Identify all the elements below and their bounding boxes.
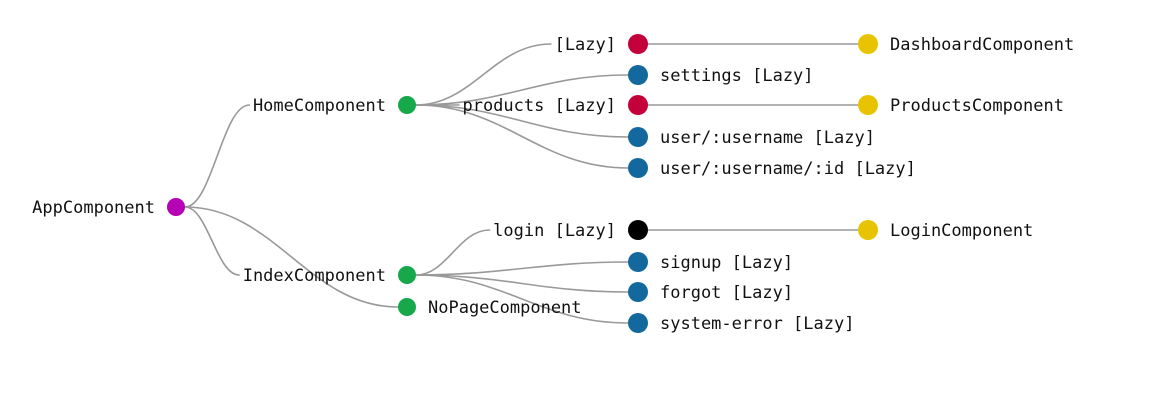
graph-edge	[184, 206, 399, 308]
graph-node-dot[interactable]	[628, 252, 648, 272]
node-label-login: login [Lazy]	[493, 221, 616, 241]
node-label-settings: settings [Lazy]	[660, 66, 814, 86]
node-label-nopage: NoPageComponent	[428, 298, 582, 318]
graph-node-dot[interactable]	[858, 95, 878, 115]
graph-node-nopage[interactable]: NoPageComponent	[398, 298, 582, 318]
graph-node-login[interactable]: login [Lazy]	[493, 220, 648, 241]
edges-layer	[184, 43, 859, 324]
node-label-user-username: user/:username [Lazy]	[660, 128, 875, 148]
graph-node-dashboard-component[interactable]: DashboardComponent	[858, 34, 1074, 55]
graph-edge	[415, 274, 629, 324]
node-label-forgot: forgot [Lazy]	[660, 283, 793, 303]
node-label-home: HomeComponent	[253, 96, 386, 116]
graph-node-dot[interactable]	[628, 158, 648, 178]
graph-edge	[184, 206, 240, 276]
graph-node-login-component[interactable]: LoginComponent	[858, 220, 1033, 241]
graph-edge	[415, 229, 491, 276]
graph-edge	[415, 274, 629, 293]
node-label-login-component: LoginComponent	[890, 221, 1033, 241]
graph-node-settings[interactable]: settings [Lazy]	[628, 65, 814, 86]
graph-node-forgot[interactable]: forgot [Lazy]	[628, 282, 793, 303]
graph-edge	[184, 104, 251, 208]
graph-edge	[415, 74, 629, 106]
node-label-system-error: system-error [Lazy]	[660, 314, 854, 334]
graph-node-user-username-id[interactable]: user/:username/:id [Lazy]	[628, 158, 916, 179]
graph-node-signup[interactable]: signup [Lazy]	[628, 252, 793, 273]
graph-node-dot[interactable]	[628, 127, 648, 147]
graph-node-dot[interactable]	[628, 313, 648, 333]
graph-node-dot[interactable]	[628, 65, 648, 85]
node-label-dashboard-component: DashboardComponent	[890, 35, 1074, 55]
graph-node-dot[interactable]	[858, 220, 878, 240]
node-label-user-username-id: user/:username/:id [Lazy]	[660, 159, 916, 179]
graph-node-dot[interactable]	[628, 95, 648, 115]
graph-node-user-username[interactable]: user/:username [Lazy]	[628, 127, 875, 148]
node-label-signup: signup [Lazy]	[660, 253, 793, 273]
node-label-index: IndexComponent	[243, 266, 386, 286]
graph-node-index[interactable]: IndexComponent	[243, 266, 416, 286]
graph-node-products[interactable]: products [Lazy]	[462, 95, 648, 116]
graph-node-products-component[interactable]: ProductsComponent	[858, 95, 1064, 116]
graph-node-dot[interactable]	[167, 198, 185, 216]
graph-edge	[415, 104, 629, 138]
graph-node-dot[interactable]	[858, 34, 878, 54]
graph-node-dot[interactable]	[628, 34, 648, 54]
graph-node-dot[interactable]	[628, 220, 648, 240]
graph-node-system-error[interactable]: system-error [Lazy]	[628, 313, 854, 334]
graph-node-dot[interactable]	[628, 282, 648, 302]
graph-edge	[415, 261, 629, 276]
node-label-lazy-dashboard: [Lazy]	[555, 35, 616, 55]
graph-node-app[interactable]: AppComponent	[32, 198, 185, 218]
graph-node-home[interactable]: HomeComponent	[253, 96, 416, 116]
graph-edge	[415, 104, 629, 169]
graph-edge	[415, 43, 552, 106]
node-label-app: AppComponent	[32, 198, 155, 218]
graph-node-dot[interactable]	[398, 96, 416, 114]
graph-node-dot[interactable]	[398, 266, 416, 284]
node-label-products: products [Lazy]	[462, 96, 616, 116]
graph-node-dot[interactable]	[398, 298, 416, 316]
graph-node-lazy-dashboard[interactable]: [Lazy]	[555, 34, 648, 55]
nodes-layer: AppComponent HomeComponentIndexComponentN…	[32, 34, 1074, 334]
node-label-products-component: ProductsComponent	[890, 96, 1064, 116]
